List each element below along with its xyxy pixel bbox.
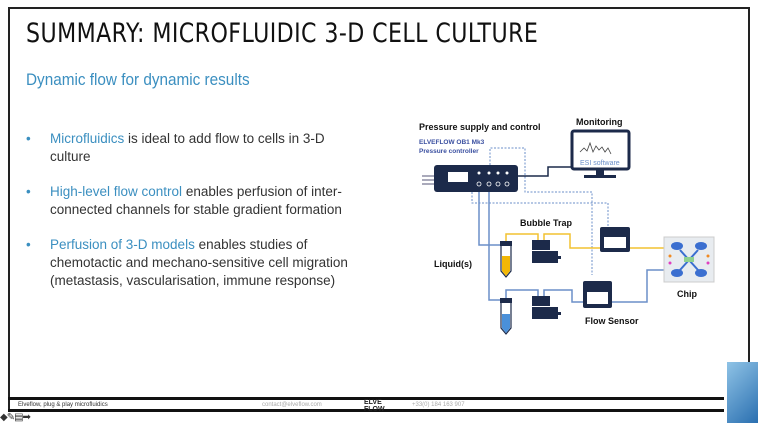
slide-subtitle: Dynamic flow for dynamic results: [26, 70, 250, 89]
pressure-controller: [422, 165, 518, 192]
bullet-item: • Perfusion of 3-D models enables studies…: [26, 236, 356, 290]
bubble-trap-device: [600, 227, 630, 252]
bullet-icon: •: [26, 184, 31, 199]
liquids-label: Liquid(s): [434, 259, 472, 269]
footer-tagline: Elveflow, plug & play microfluidics: [18, 402, 108, 408]
software-label: ESI software: [580, 160, 620, 167]
bubble-trap-label: Bubble Trap: [520, 218, 573, 228]
blue-tubing: [478, 190, 670, 303]
bullet-icon: •: [26, 131, 31, 146]
bullet-icon: •: [26, 237, 31, 252]
controller-sub: Pressure controller: [419, 148, 479, 155]
pressure-label: Pressure supply and control: [419, 122, 541, 132]
bullet-item: • Microfluidics is ideal to add flow to c…: [26, 130, 356, 166]
yellow-vial: [500, 241, 512, 278]
bullet-text: is ideal to add flow to cells in 3-D cul…: [50, 131, 325, 164]
chip-label: Chip: [677, 289, 697, 299]
webcam-thumbnail: [727, 362, 758, 423]
slide-frame: [8, 7, 750, 412]
footer-divider: [8, 397, 724, 400]
next-arrow-icon[interactable]: ➡: [22, 412, 31, 423]
valve-top: [532, 240, 561, 263]
bullet-highlight: Perfusion of 3-D models: [50, 237, 195, 252]
monitor-cable: [518, 166, 572, 177]
monitoring-label: Monitoring: [576, 117, 623, 127]
valve-bottom: [532, 296, 561, 319]
footer-email[interactable]: contact@elveflow.com: [262, 402, 322, 408]
presentation-toolbar[interactable]: ◆✎▤➡: [0, 412, 31, 423]
pen-icon[interactable]: ✎: [6, 412, 15, 423]
pointer-icon[interactable]: ◆: [0, 412, 8, 423]
bullet-item: • High-level flow control enables perfusi…: [26, 183, 356, 219]
bullet-highlight: Microfluidics: [50, 131, 125, 146]
slide-title: SUMMARY: MICROFLUIDIC 3-D CELL CULTURE: [26, 18, 539, 49]
flow-sensor-label: Flow Sensor: [585, 316, 639, 326]
bullet-highlight: High-level flow control: [50, 184, 183, 199]
bullet-text: enables studies of chemotactic and mecha…: [50, 237, 348, 288]
controller-name: ELVEFLOW OB1 Mk3: [419, 139, 485, 146]
bullet-text: enables perfusion of inter-connected cha…: [50, 184, 342, 217]
monitor-icon: [570, 129, 631, 178]
bottom-border: [8, 409, 724, 412]
slides-icon[interactable]: ▤: [14, 412, 24, 423]
bullet-list: • Microfluidics is ideal to add flow to c…: [26, 130, 356, 307]
footer-phone: +33(0) 184 163 907: [412, 402, 465, 408]
chip-icon: [663, 236, 715, 283]
yellow-tubing: [505, 233, 672, 249]
microfluidic-setup-diagram: Pressure supply and control ELVEFLOW OB1…: [419, 117, 715, 335]
signal-lines: [471, 147, 609, 275]
flow-sensor-device: [583, 281, 612, 308]
blue-vial: [500, 298, 512, 335]
